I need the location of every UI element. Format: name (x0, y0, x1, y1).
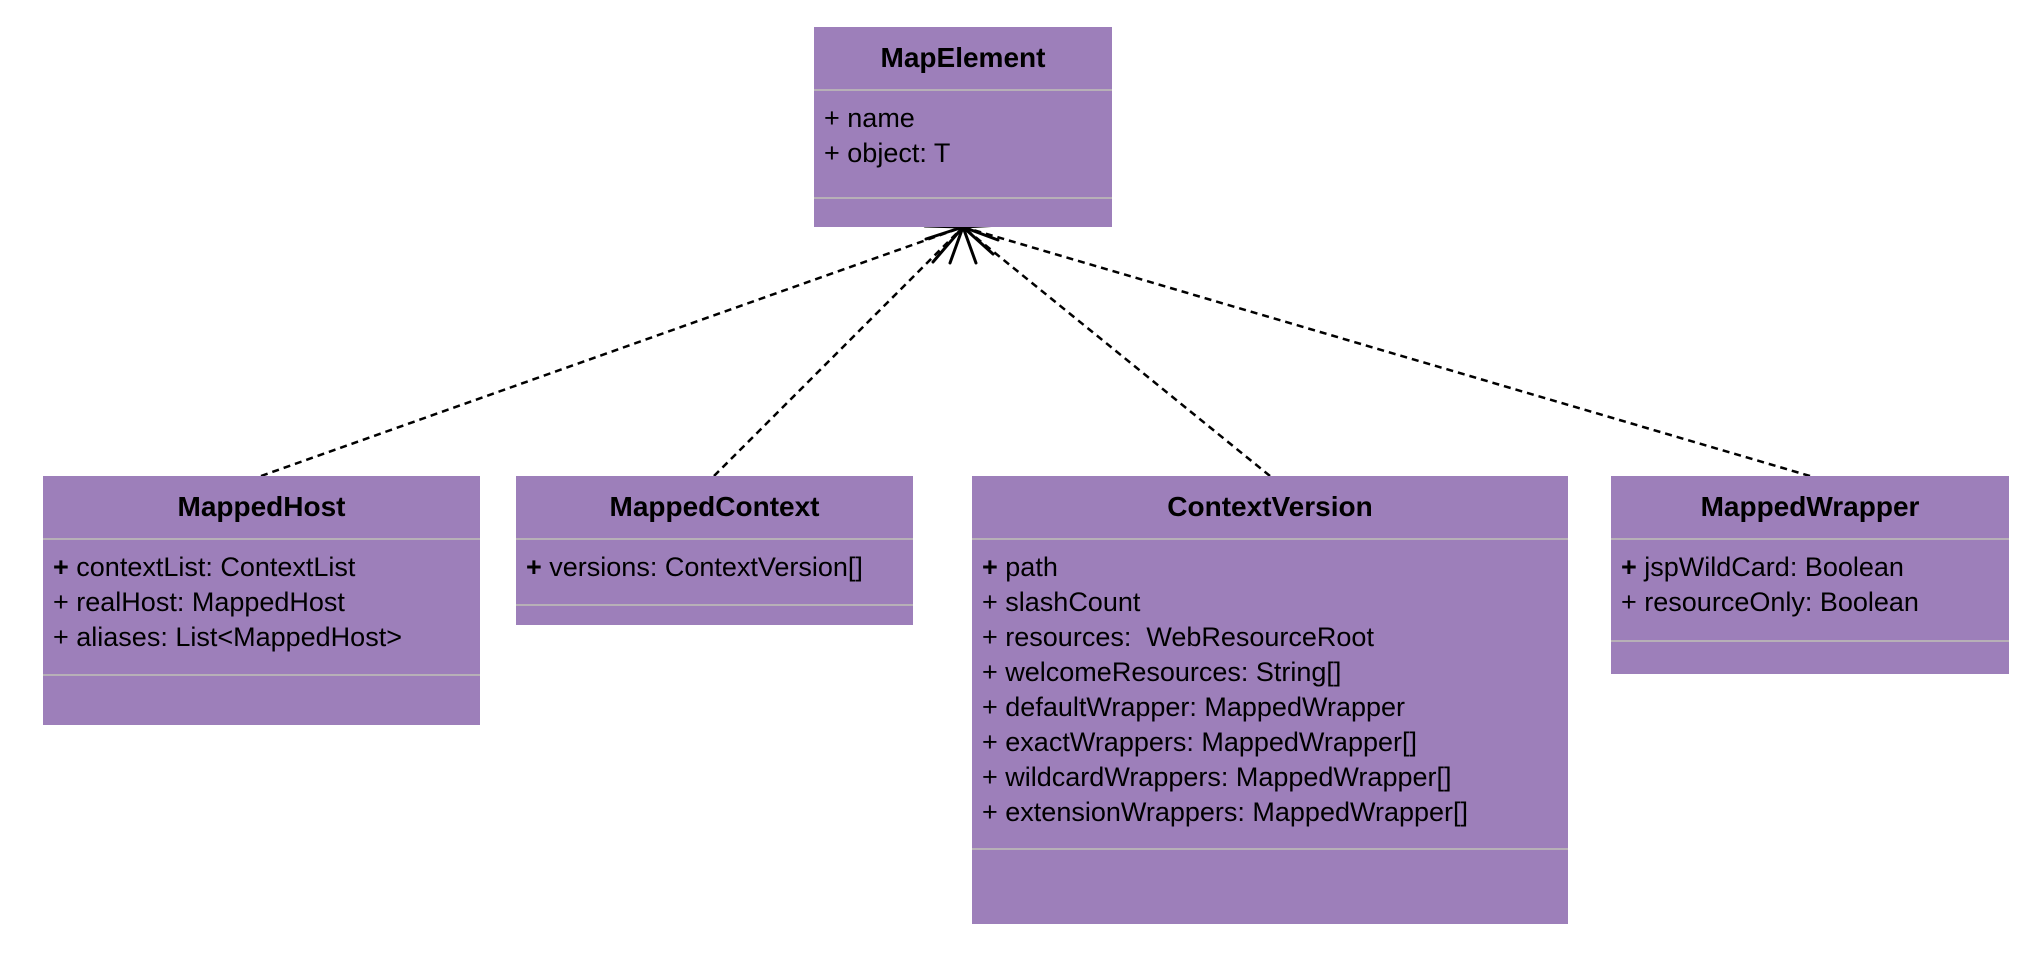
class-name: ContextVersion (1167, 491, 1373, 522)
attribute-text: welcomeResources: String[] (997, 657, 1342, 687)
attributes-compartment: + path+ slashCount+ resources: WebResour… (972, 540, 1568, 848)
class-box-mapelement[interactable]: MapElement + name+ object: T (814, 27, 1112, 227)
class-name: MappedContext (609, 491, 820, 522)
attributes-compartment: + jspWildCard: Boolean+ resourceOnly: Bo… (1611, 540, 2009, 640)
visibility-marker: + (526, 552, 542, 582)
compartment-divider (43, 674, 480, 676)
attribute-row: + realHost: MappedHost (53, 585, 480, 620)
compartment-divider (1611, 538, 2009, 540)
attribute-text: defaultWrapper: MappedWrapper (997, 692, 1406, 722)
visibility-marker: + (53, 587, 69, 617)
attribute-text: resources: WebResourceRoot (997, 622, 1374, 652)
attribute-text: extensionWrappers: MappedWrapper[] (997, 797, 1469, 827)
class-box-contextversion[interactable]: ContextVersion + path+ slashCount+ resou… (972, 476, 1568, 924)
attribute-row: + exactWrappers: MappedWrapper[] (982, 725, 1568, 760)
attribute-text: jspWildCard: Boolean (1636, 552, 1904, 582)
attribute-row: + versions: ContextVersion[] (526, 550, 913, 585)
class-box-mappedhost[interactable]: MappedHost + contextList: ContextList+ r… (43, 476, 480, 725)
attributes-compartment: + versions: ContextVersion[] (516, 540, 913, 604)
visibility-marker: + (53, 552, 69, 582)
compartment-divider (516, 604, 913, 606)
compartment-divider (516, 538, 913, 540)
attributes-compartment: + contextList: ContextList+ realHost: Ma… (43, 540, 480, 674)
attribute-text: versions: ContextVersion[] (541, 552, 863, 582)
compartment-divider (972, 538, 1568, 540)
attribute-row: + name (824, 101, 1112, 136)
compartment-divider (972, 848, 1568, 850)
contextversion-to-mapelement-dashed-line (962, 226, 1271, 477)
visibility-marker: + (982, 587, 998, 617)
visibility-marker: + (982, 552, 998, 582)
class-name: MappedWrapper (1700, 491, 1920, 522)
class-name: MappedHost (177, 491, 346, 522)
attribute-row: + contextList: ContextList (53, 550, 480, 585)
class-box-mappedwrapper[interactable]: MappedWrapper + jspWildCard: Boolean+ re… (1611, 476, 2009, 674)
visibility-marker: + (982, 692, 998, 722)
attribute-row: + resources: WebResourceRoot (982, 620, 1568, 655)
attribute-row: + slashCount (982, 585, 1568, 620)
attribute-row: + defaultWrapper: MappedWrapper (982, 690, 1568, 725)
attribute-row: + jspWildCard: Boolean (1621, 550, 2009, 585)
attribute-row: + path (982, 550, 1568, 585)
attribute-text: path (997, 552, 1058, 582)
visibility-marker: + (53, 622, 69, 652)
attributes-compartment: + name+ object: T (814, 91, 1112, 197)
visibility-marker: + (1621, 587, 1637, 617)
attribute-text: resourceOnly: Boolean (1636, 587, 1919, 617)
class-name: MapElement (880, 42, 1046, 73)
mappedhost-to-mapelement-dashed-line (260, 225, 964, 478)
attribute-text: wildcardWrappers: MappedWrapper[] (997, 762, 1452, 792)
attribute-row: + extensionWrappers: MappedWrapper[] (982, 795, 1568, 830)
compartment-divider (814, 89, 1112, 91)
attribute-text: exactWrappers: MappedWrapper[] (997, 727, 1417, 757)
mappedcontext-to-mapelement-dashed-line (713, 226, 964, 477)
attribute-text: slashCount (997, 587, 1141, 617)
visibility-marker: + (982, 622, 998, 652)
attribute-row: + aliases: List<MappedHost> (53, 620, 480, 655)
attribute-row: + wildcardWrappers: MappedWrapper[] (982, 760, 1568, 795)
compartment-divider (43, 538, 480, 540)
attribute-row: + object: T (824, 136, 1112, 171)
visibility-marker: + (1621, 552, 1637, 582)
attribute-text: aliases: List<MappedHost> (68, 622, 402, 652)
attribute-row: + welcomeResources: String[] (982, 655, 1568, 690)
visibility-marker: + (824, 103, 840, 133)
mappedwrapper-to-mapelement-dashed-line (962, 225, 1811, 478)
visibility-marker: + (982, 727, 998, 757)
attribute-text: realHost: MappedHost (68, 587, 345, 617)
compartment-divider (1611, 640, 2009, 642)
class-box-mappedcontext[interactable]: MappedContext + versions: ContextVersion… (516, 476, 913, 625)
attribute-text: contextList: ContextList (68, 552, 356, 582)
visibility-marker: + (982, 797, 998, 827)
attribute-text: object: T (839, 138, 951, 168)
compartment-divider (814, 197, 1112, 199)
attribute-text: name (839, 103, 915, 133)
visibility-marker: + (982, 762, 998, 792)
visibility-marker: + (982, 657, 998, 687)
visibility-marker: + (824, 138, 840, 168)
attribute-row: + resourceOnly: Boolean (1621, 585, 2009, 620)
